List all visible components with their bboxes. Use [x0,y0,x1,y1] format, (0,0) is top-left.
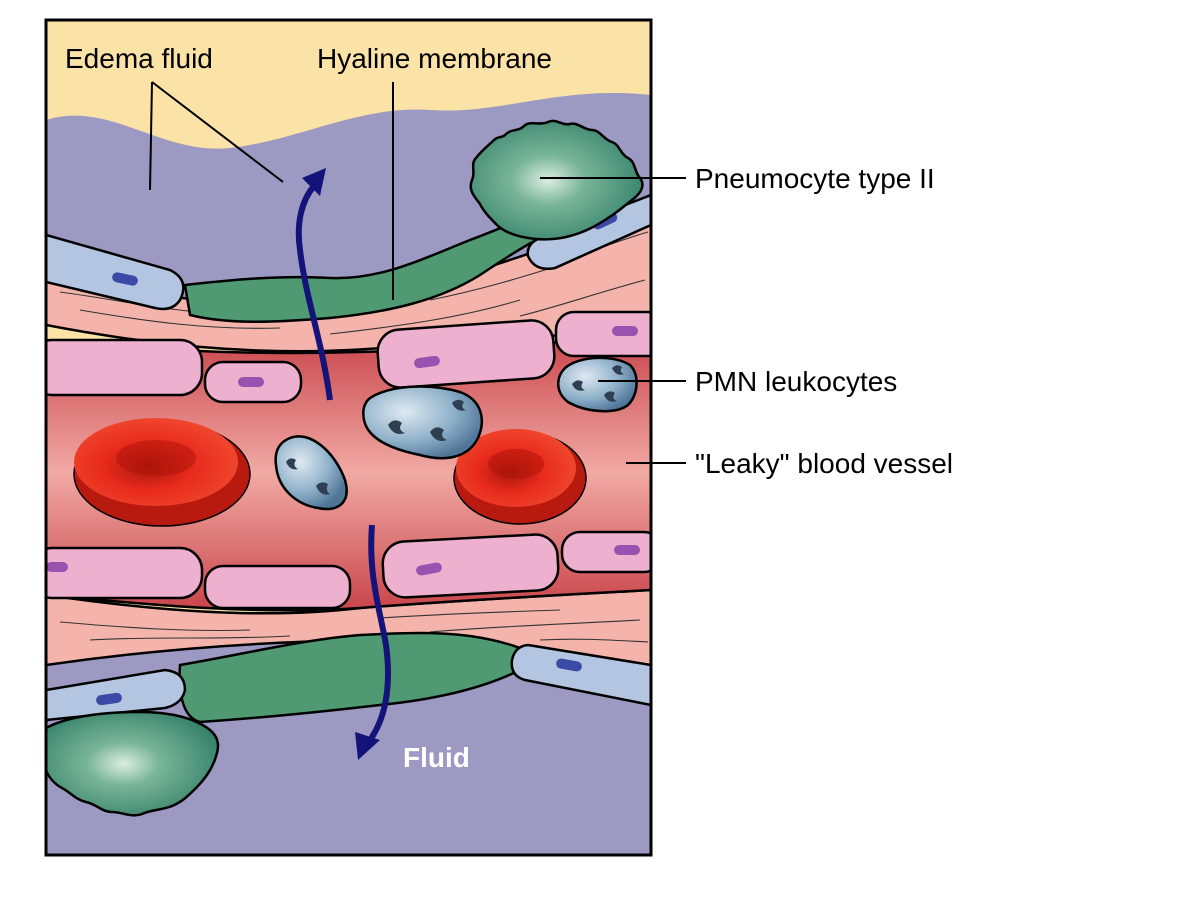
alveolar-frame [46,20,651,855]
type-i-nucleus [96,692,122,706]
label-hyaline-membrane: Hyaline membrane [317,43,552,74]
label-fluid: Fluid [403,742,470,773]
pneumocyte-type-ii-lower [46,710,220,817]
leader-lines [149,81,686,464]
label-leaky-blood-vessel: "Leaky" blood vessel [695,448,953,479]
type-i-nucleus [112,272,138,286]
label-pneumocyte-type-ii: Pneumocyte type II [695,163,935,194]
pmn-leukocyte [557,356,638,413]
diagram-frame-border [44,18,653,857]
connective-fibers-lower [59,609,649,643]
fluid-arrow-down [355,524,391,760]
red-blood-cell-left [73,418,251,527]
type-i-pneumocyte-lower-left [46,668,187,722]
pneumocyte-type-ii-upper [469,119,644,241]
hyaline-membrane-lower [178,631,522,724]
red-blood-cell-right [453,429,587,525]
endothelial-cells-upper [46,310,651,404]
pmn-leukocyte [362,385,483,460]
type-i-pneumocyte-upper-left [46,233,185,311]
label-pmn-leukocytes: PMN leukocytes [695,366,897,397]
endothelial-cells-lower [46,530,651,610]
type-i-nucleus [556,658,582,672]
pmn-leukocyte [274,435,348,511]
label-edema-fluid: Edema fluid [65,43,213,74]
type-i-pneumocyte-lower-right [510,643,651,707]
fluid-arrow-up [295,168,333,401]
